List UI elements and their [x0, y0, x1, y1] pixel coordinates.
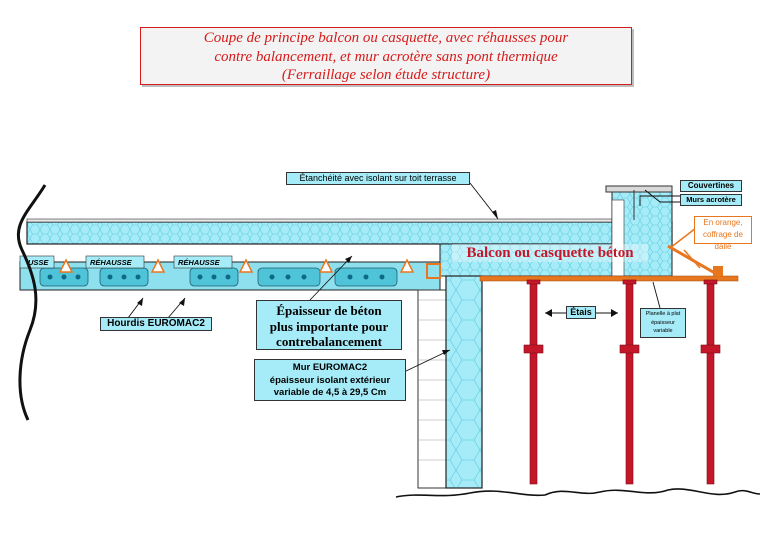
label-etais: Étais: [566, 306, 596, 319]
mur-line-1: Mur EUROMAC2: [292, 362, 368, 373]
wall-brick-lines: [418, 299, 446, 461]
label-planelle: Planelle à plat épaisseur variable: [640, 308, 686, 338]
label-mur-euromac2: Mur EUROMAC2 épaisseur isolant extérieur…: [254, 359, 406, 401]
acrotere-insulation: [611, 199, 625, 277]
rehausse-box-1: [85, 255, 145, 269]
rehausse-box-2: [173, 255, 233, 269]
title-line-3: (Ferraillage selon étude structure): [281, 67, 491, 83]
arrow-heads: [137, 210, 618, 355]
title-line-2: contre balancement, et mur acrotère sans…: [214, 48, 558, 65]
rehausse-label-1: RÉHAUSSE: [90, 258, 133, 267]
rehausse-label-partial: USSE: [28, 258, 49, 267]
mur-line-3: variable de 4,5 à 29,5 Cm: [273, 387, 387, 398]
label-epaisseur: Épaisseur de béton plus importante pour …: [256, 300, 402, 350]
orange-line-1: En orange,: [703, 218, 743, 227]
spacer-triangles: [58, 258, 415, 273]
planelle-line-2: épaisseur: [651, 319, 675, 326]
couvertine: [605, 185, 673, 193]
formwork-deck: [479, 275, 739, 282]
epaisseur-line-3: contrebalancement: [276, 334, 382, 349]
title-box: Coupe de principe balcon ou casquette, a…: [140, 27, 632, 85]
planelle-line-1: Planelle à plat: [645, 311, 681, 317]
break-line: [16, 184, 47, 421]
block-holes: [47, 274, 385, 280]
roof-slab: [26, 221, 673, 245]
rehausse-label-2: RÉHAUSSE: [178, 258, 221, 267]
epaisseur-line-2: plus importante pour: [269, 318, 389, 334]
epaisseur-line-1: Épaisseur de béton: [276, 303, 382, 318]
planelle-line-3: variable: [653, 328, 673, 334]
orange-pointer: [669, 227, 701, 269]
wall-concrete: [445, 275, 483, 489]
props: [523, 279, 721, 485]
label-etancheite: Étanchéité avec isolant sur toit terrass…: [286, 172, 470, 185]
waterproofing-layer: [26, 218, 633, 223]
label-couvertines: Couvertines: [680, 180, 742, 192]
label-murs-acrotere: Murs acrotère: [680, 194, 742, 206]
mur-line-2: épaisseur isolant extérieur: [269, 374, 391, 386]
title-line-1: Coupe de principe balcon ou casquette, a…: [203, 30, 569, 46]
label-balcon: Balcon ou casquette béton: [452, 244, 648, 262]
wall-chaining: [426, 263, 441, 279]
orange-line-2: coffrage de dalle: [703, 230, 743, 251]
label-hourdis: Hourdis EUROMAC2: [100, 317, 212, 331]
label-orange-formwork: En orange, coffrage de dalle: [694, 216, 752, 251]
ground-line: [395, 488, 761, 498]
wall-insulation: [417, 289, 447, 489]
